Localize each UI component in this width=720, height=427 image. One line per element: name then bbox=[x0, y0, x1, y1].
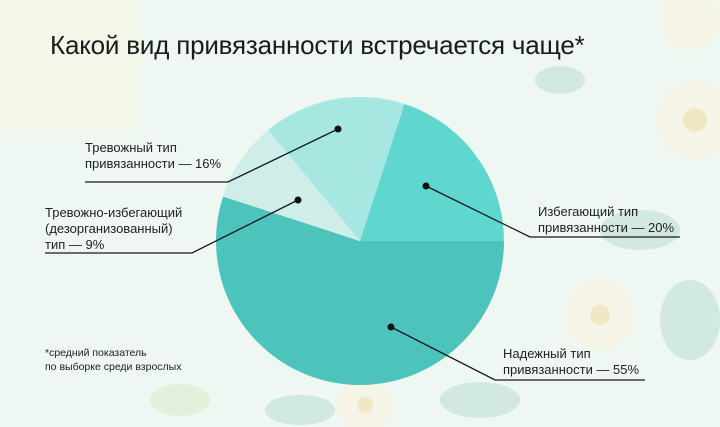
slice-disorganized bbox=[223, 130, 360, 241]
label-avoidant: Избегающий тип привязанности — 20% bbox=[538, 204, 675, 235]
leader-anxious bbox=[85, 128, 339, 183]
slice-secure bbox=[215, 196, 504, 386]
leader-avoidant-dot bbox=[422, 182, 430, 190]
leader-secure-dot bbox=[387, 323, 395, 331]
leader-disorganized-dot bbox=[294, 196, 302, 204]
leader-anxious-dot bbox=[334, 125, 342, 133]
slice-anxious bbox=[268, 97, 405, 241]
leader-secure bbox=[390, 326, 645, 381]
leader-disorganized bbox=[45, 199, 299, 254]
leader-avoidant bbox=[425, 185, 680, 238]
label-secure: Надежный тип привязанности — 55% bbox=[503, 346, 640, 377]
chart-title: Какой вид привязанности встречается чаще… bbox=[50, 30, 585, 60]
footnote: *средний показатель по выборке среди взр… bbox=[45, 347, 182, 373]
label-disorganized: Тревожно-избегающий (дезорганизованный) … bbox=[45, 205, 183, 252]
label-anxious: Тревожный тип привязанности — 16% bbox=[85, 140, 222, 171]
